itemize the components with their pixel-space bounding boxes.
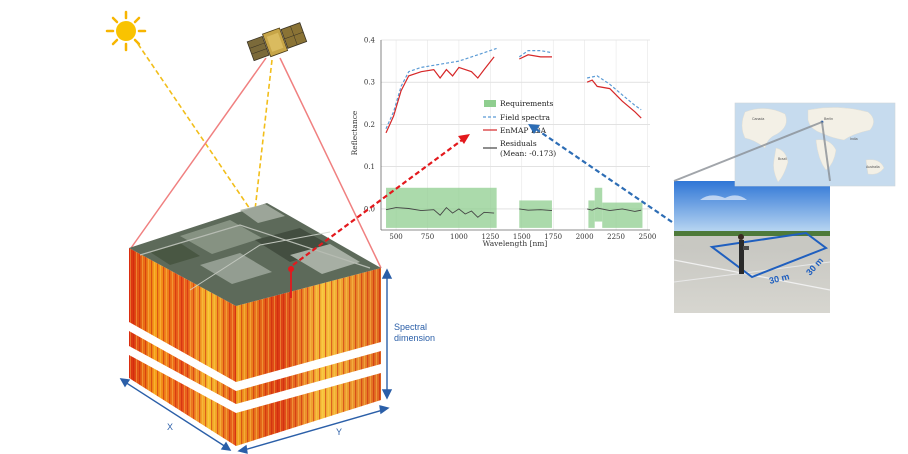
requirements-band (519, 200, 552, 228)
y-tick-label: 0.4 (364, 37, 376, 45)
spectral-dimension-label: Spectral (394, 322, 427, 332)
plot-series (385, 47, 642, 218)
legend-requirements-label: Requirements (500, 99, 554, 108)
map-label-india: India (850, 137, 858, 141)
series-line-field-spectra (385, 47, 497, 129)
y-tick-label: 0.2 (364, 121, 375, 129)
legend-residuals-mean: (Mean: -0.173) (500, 149, 556, 158)
plot-legend: Requirements Field spectra EnMAP L2A Res… (483, 99, 556, 158)
plot-x-axis-title: Wavelength [nm] (483, 239, 548, 248)
zoom-callout-lines (673, 121, 831, 182)
x-tick-label: 750 (421, 233, 434, 241)
x-tick-label: 1750 (544, 233, 562, 241)
field-plot-outline (709, 231, 829, 279)
legend-enmap-label: EnMAP L2A (500, 126, 547, 135)
legend-field-label: Field spectra (500, 113, 551, 122)
x-tick-label: 2000 (576, 233, 594, 241)
map-label-brazil: Brazil (778, 157, 787, 161)
requirements-bands (386, 187, 643, 228)
series-line-enmap-l2a (586, 79, 642, 119)
x-tick-label: 2500 (639, 233, 657, 241)
series-line-residuals (385, 206, 495, 218)
series-line-field-spectra (518, 49, 553, 58)
requirements-band (602, 202, 643, 228)
x-tick-label: 1000 (450, 233, 468, 241)
plot-y-ticks: 0.0 0.1 0.2 0.3 0.4 (364, 37, 376, 214)
requirements-band (588, 200, 595, 228)
hyperspectral-cube (129, 203, 381, 446)
map-label-canada: Canada (752, 117, 764, 121)
series-line-enmap-l2a (385, 56, 495, 134)
x-tick-label: 1500 (513, 233, 531, 241)
pixel-to-plot-arrow (292, 134, 470, 266)
requirements-band (594, 187, 603, 222)
plot-y-axis-title: Reflectance (350, 110, 359, 155)
sun-icon (105, 10, 147, 52)
y-tick-label: 0.3 (364, 79, 375, 87)
sun-ray-lines (137, 43, 273, 213)
world-map-inset: Berlin Canada Brazil India Australia (734, 102, 896, 187)
y-tick-label: 0.1 (364, 163, 375, 171)
field-to-plot-arrow (528, 124, 673, 223)
x-tick-label: 2250 (607, 233, 625, 241)
x-tick-label: 1250 (481, 233, 499, 241)
legend-residuals-label: Residuals (500, 139, 537, 148)
map-label-australia: Australia (866, 165, 880, 169)
cube-top-texture (139, 204, 371, 291)
field-photo: 30 m 30 m (673, 181, 831, 313)
series-line-residuals (586, 207, 642, 212)
x-axis-label: X (167, 422, 173, 432)
satellite-view-lines (130, 57, 382, 269)
map-label-berlin: Berlin (824, 117, 833, 121)
person-figure (738, 234, 749, 274)
satellite-icon (246, 22, 308, 62)
plot-x-ticks: 500 750 1000 1250 1500 1750 2000 2250 2500 (389, 233, 656, 241)
field-dimension-label-a: 30 m (768, 271, 790, 286)
spectral-dimension-label-2: dimension (394, 333, 435, 343)
y-axis-label: Y (336, 427, 342, 437)
cube-band-separators (129, 322, 381, 413)
series-line-residuals (519, 208, 553, 212)
x-tick-label: 500 (389, 233, 402, 241)
y-tick-label: 0.0 (364, 205, 375, 213)
cube-axes (119, 268, 393, 454)
spectra-plot: 0.0 0.1 0.2 0.3 0.4 500 750 1000 1250 1500 1750 20… (350, 37, 656, 249)
cube-top-image (129, 203, 381, 306)
legend-requirements-swatch (484, 100, 496, 107)
series-line-enmap-l2a (519, 54, 552, 60)
